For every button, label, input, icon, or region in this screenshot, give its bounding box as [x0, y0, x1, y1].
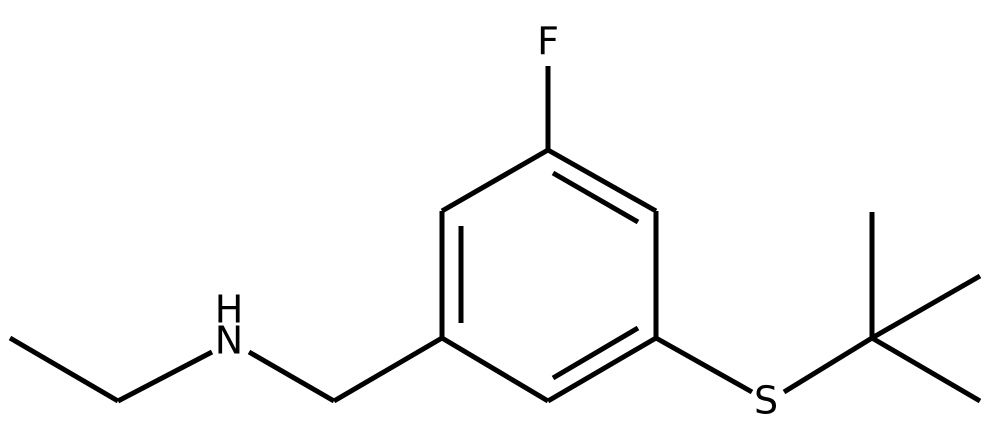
bond-ring-methylene — [332, 335, 444, 404]
fluorine-label: F — [537, 20, 559, 64]
hydrogen-label: H — [215, 288, 244, 332]
bond-ethyl-carbon-methyl — [8, 335, 120, 404]
nitrogen-label: N — [215, 319, 243, 363]
bond-tbutyl-methyl-right-down — [870, 335, 982, 404]
ring-bond-bottom-right — [546, 335, 658, 404]
bond-nitrogen-ethyl-carbon — [116, 349, 214, 404]
bond-sulfur-quaternary-carbon — [782, 335, 874, 395]
ring-bond-top-left — [440, 147, 550, 214]
ring-inner-bond-bottom-right — [551, 325, 640, 381]
ring-inner-bond-top-right — [551, 170, 640, 225]
sulfur-label: S — [754, 379, 778, 423]
ring-bond-top-right — [546, 147, 658, 214]
bond-ring-sulfur — [654, 335, 754, 395]
bond-methylene-nitrogen — [247, 349, 336, 404]
bond-tbutyl-methyl-right-up — [870, 273, 982, 341]
ring-bond-bottom-left — [440, 335, 550, 404]
